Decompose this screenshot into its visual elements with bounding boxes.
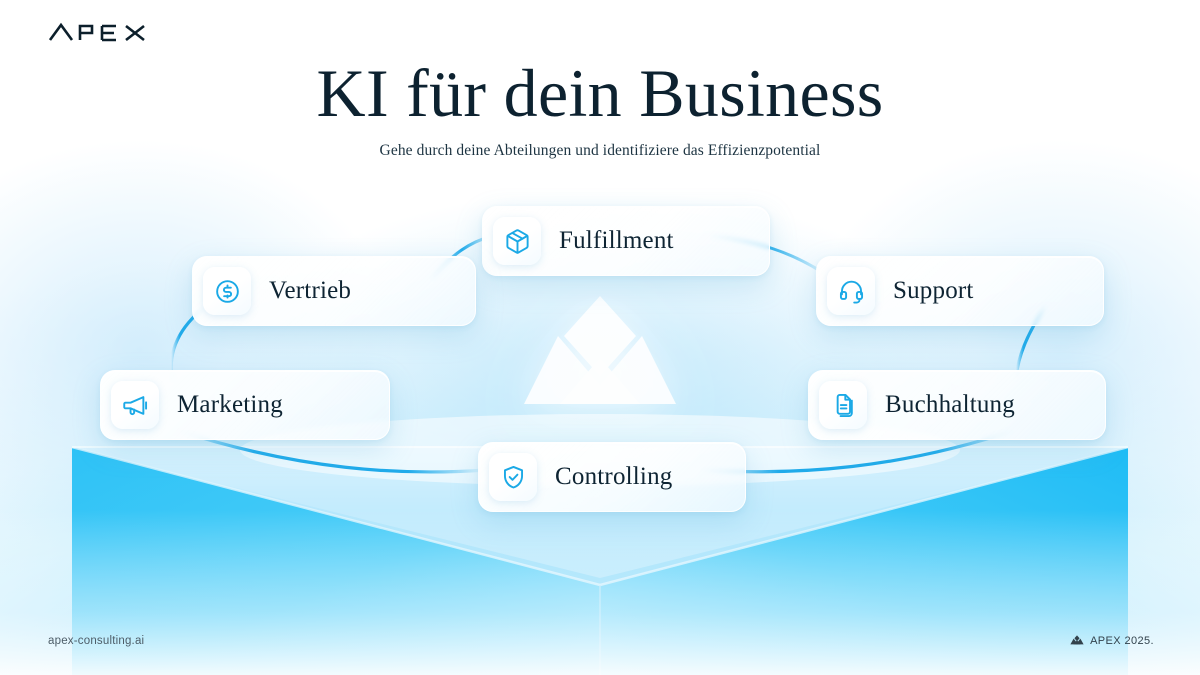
dollar-circle-icon: [203, 267, 251, 315]
card-label: Marketing: [177, 391, 283, 418]
footer-copyright: APEX 2025.: [1070, 635, 1154, 647]
department-card-vertrieb[interactable]: Vertrieb: [192, 256, 476, 326]
department-card-support[interactable]: Support: [816, 256, 1104, 326]
apex-mountain-logo-icon: [1070, 635, 1084, 647]
3d-platform: [0, 400, 1200, 675]
page-subtitle: Gehe durch deine Abteilungen und identif…: [379, 142, 821, 159]
card-label: Buchhaltung: [885, 391, 1015, 418]
department-card-buchhaltung[interactable]: Buchhaltung: [808, 370, 1106, 440]
card-label: Support: [893, 277, 974, 304]
page-title: KI für dein Business: [316, 55, 884, 131]
shield-check-icon: [489, 453, 537, 501]
headset-icon: [827, 267, 875, 315]
department-card-fulfillment[interactable]: Fulfillment: [482, 206, 770, 276]
card-label: Fulfillment: [559, 227, 674, 254]
documents-icon: [819, 381, 867, 429]
apex-mountain-watermark-icon: [520, 292, 680, 427]
apex-logo[interactable]: [48, 20, 168, 46]
footer-website[interactable]: apex-consulting.ai: [48, 635, 145, 647]
card-label: Controlling: [555, 463, 673, 490]
card-label: Vertrieb: [269, 277, 352, 304]
department-card-controlling[interactable]: Controlling: [478, 442, 746, 512]
department-card-marketing[interactable]: Marketing: [100, 370, 390, 440]
footer-copyright-text: APEX 2025.: [1090, 635, 1154, 647]
megaphone-icon: [111, 381, 159, 429]
package-icon: [493, 217, 541, 265]
